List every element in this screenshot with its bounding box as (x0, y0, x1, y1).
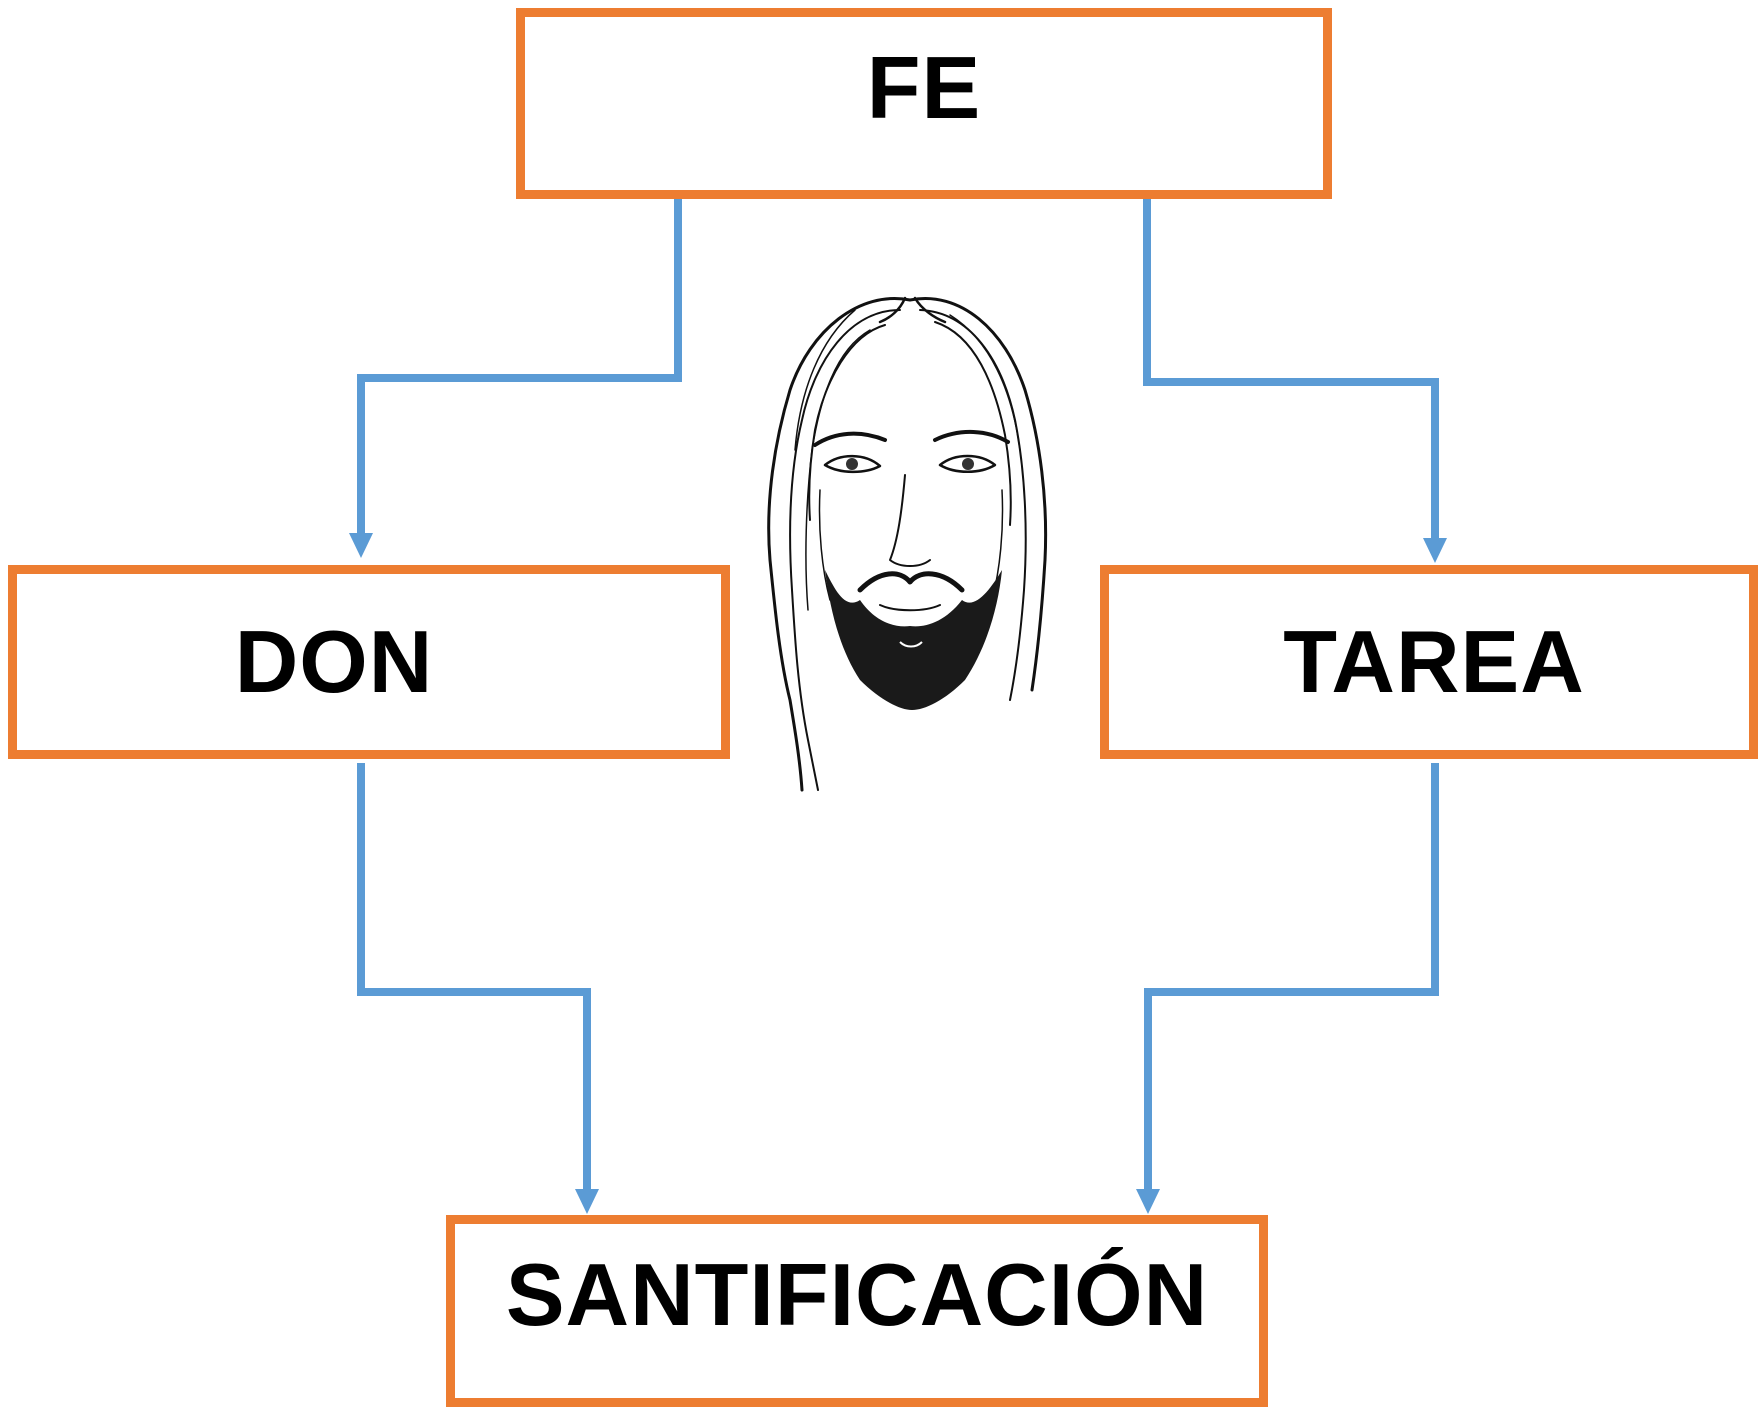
arrow-don-to-santificacion (357, 763, 591, 1195)
arrowhead-don (349, 533, 373, 558)
node-santificacion-label: SANTIFICACIÓN (505, 1245, 1209, 1344)
node-tarea: TAREA (1100, 565, 1758, 759)
node-don-label: DON (234, 612, 434, 711)
arrow-fe-to-don (357, 199, 682, 540)
node-fe-label: FE (866, 38, 982, 137)
arrowhead-santificacion-right (1136, 1189, 1160, 1214)
node-tarea-label: TAREA (1283, 612, 1585, 711)
arrow-tarea-to-santificacion (1144, 763, 1439, 1195)
node-fe: FE (516, 8, 1332, 199)
node-santificacion: SANTIFICACIÓN (446, 1215, 1268, 1407)
node-don: DON (8, 565, 730, 759)
beard-shape (825, 570, 1002, 710)
arrowhead-tarea (1423, 538, 1447, 563)
jesus-face-sketch-icon (767, 296, 1048, 792)
arrowhead-santificacion-left (575, 1189, 599, 1214)
arrow-fe-to-tarea (1143, 199, 1439, 545)
